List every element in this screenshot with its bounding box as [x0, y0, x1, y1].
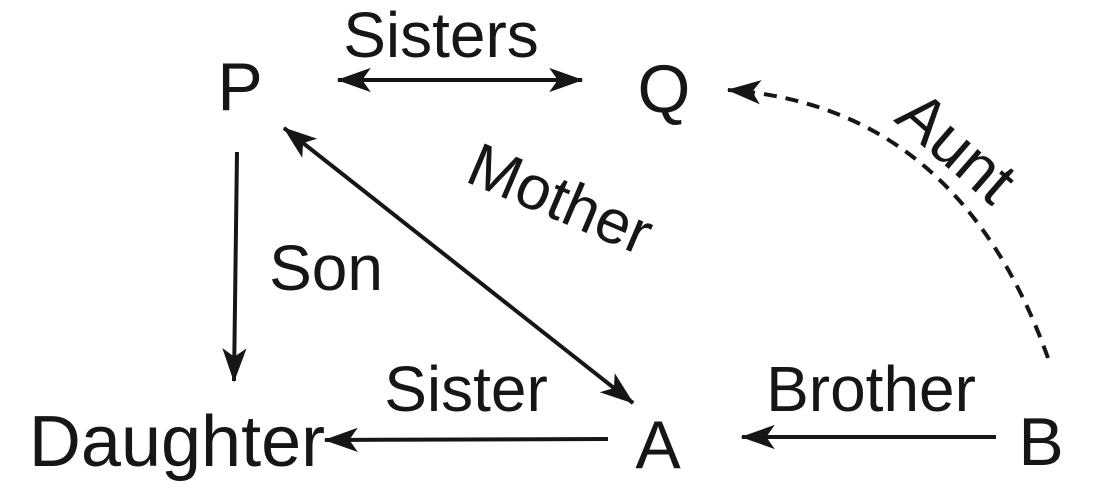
node-p: P — [217, 49, 263, 125]
node-b: B — [1018, 404, 1064, 480]
edge-label-brother: Brother — [766, 353, 976, 425]
edge-label-sister: Sister — [384, 353, 548, 425]
edge-sister-arrow — [323, 427, 609, 453]
edge-label-sisters: Sisters — [343, 0, 539, 71]
node-q: Q — [637, 51, 691, 127]
edge-son-arrow — [222, 151, 247, 383]
edge-mother-arrow — [282, 126, 635, 405]
node-daughter: Daughter — [28, 402, 326, 482]
edge-label-son: Son — [269, 232, 383, 304]
edge-aunt-dashed-curve — [726, 80, 1050, 359]
node-a: A — [635, 407, 681, 483]
